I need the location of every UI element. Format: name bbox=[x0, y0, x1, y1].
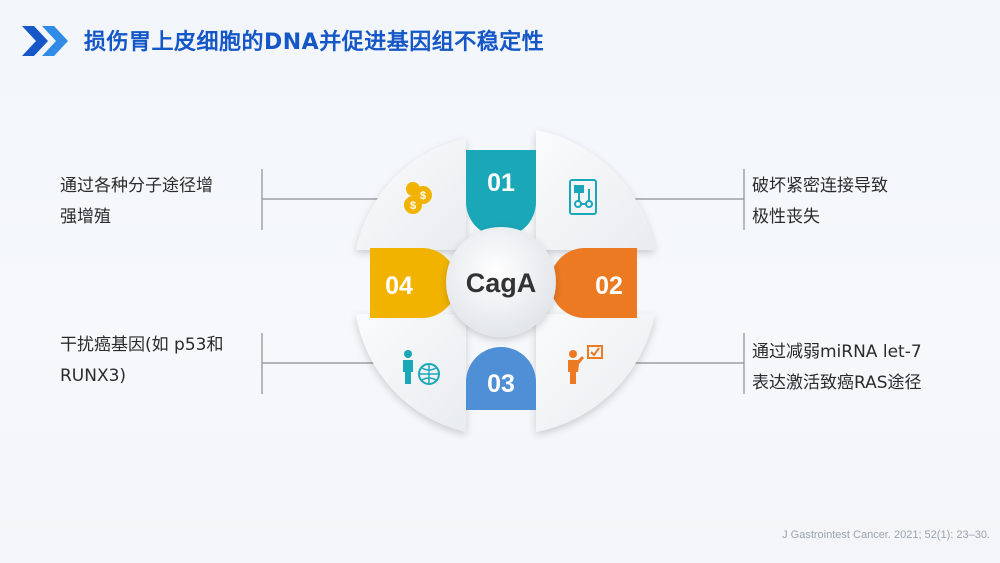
note-top-right: 破坏紧密连接导致 极性丧失 bbox=[752, 176, 888, 227]
flowchart-document-icon bbox=[569, 179, 597, 215]
petal-04 bbox=[370, 248, 457, 318]
person-globe-icon bbox=[403, 350, 440, 385]
segment-number-04: 04 bbox=[385, 272, 413, 300]
segment-number-02: 02 bbox=[595, 272, 623, 300]
note-bottom-right: 通过减弱miRNA let-7 表达激活致癌RAS途径 bbox=[752, 342, 922, 393]
coins-icon: $ $ bbox=[404, 182, 432, 214]
segment-number-01: 01 bbox=[487, 169, 515, 197]
quadrant-bottom-right bbox=[536, 314, 655, 432]
citation: J Gastrointest Cancer. 2021; 52(1): 23–3… bbox=[782, 529, 990, 541]
presenter-checklist-icon bbox=[568, 345, 603, 384]
center-circle bbox=[446, 227, 556, 337]
center-label: CagA bbox=[466, 268, 537, 298]
svg-text:$: $ bbox=[420, 190, 426, 202]
page-title: 损伤胃上皮细胞的DNA并促进基因组不稳定性 bbox=[84, 30, 545, 55]
petal-02 bbox=[550, 248, 637, 318]
segment-number-03: 03 bbox=[487, 370, 515, 398]
svg-text:$: $ bbox=[410, 200, 416, 212]
chevrons-icon bbox=[22, 26, 68, 56]
note-top-left: 通过各种分子途径增 强增殖 bbox=[60, 176, 213, 227]
petal-03 bbox=[466, 347, 536, 410]
petal-01 bbox=[466, 150, 536, 237]
note-bottom-left: 干扰癌基因(如 p53和 RUNX3) bbox=[60, 335, 224, 386]
